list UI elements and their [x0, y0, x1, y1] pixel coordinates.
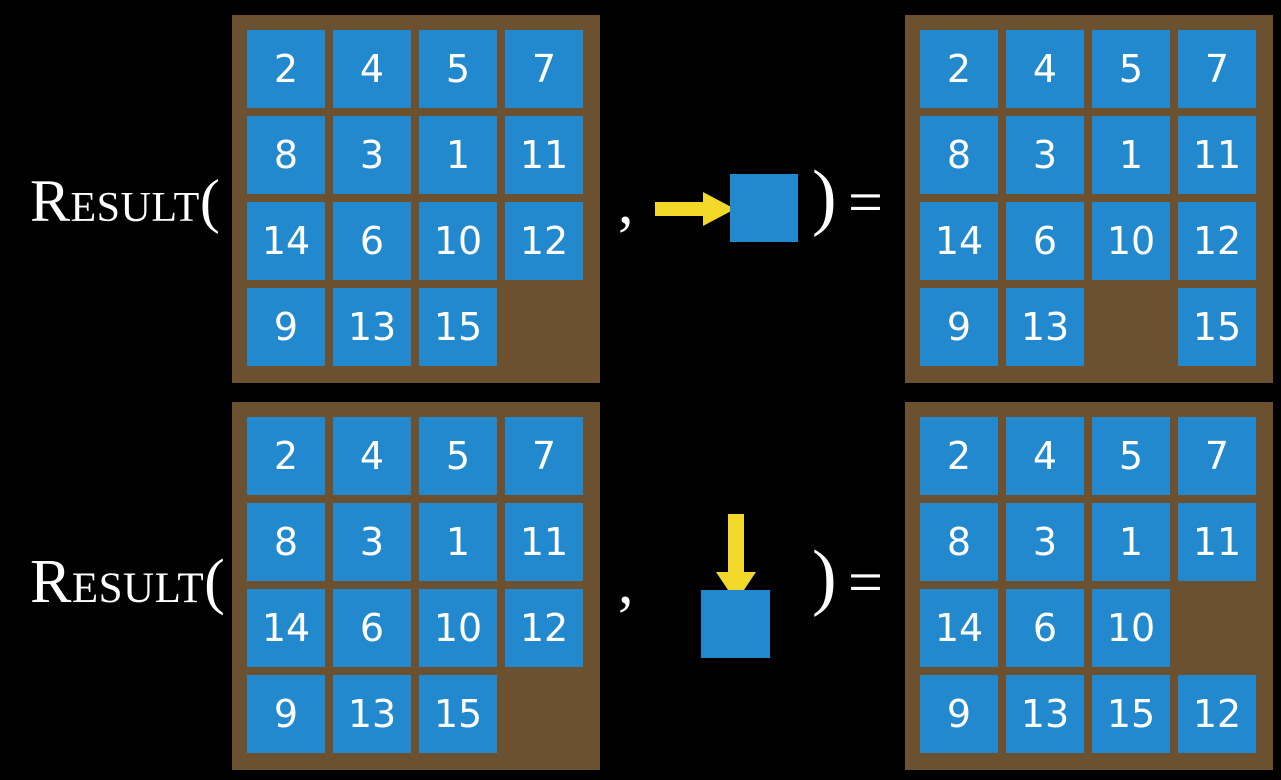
puzzle-tile[interactable]: 6: [333, 589, 411, 667]
puzzle-tile[interactable]: 4: [333, 417, 411, 495]
puzzle-tile[interactable]: 1: [419, 116, 497, 194]
puzzle-tile[interactable]: 13: [333, 288, 411, 366]
puzzle-tile[interactable]: 8: [247, 503, 325, 581]
puzzle-tile[interactable]: 7: [1178, 417, 1256, 495]
close-paren-row1: ): [812, 156, 837, 238]
puzzle-tile[interactable]: 15: [419, 288, 497, 366]
puzzle-tile[interactable]: 12: [1178, 202, 1256, 280]
puzzle-tile[interactable]: 10: [1092, 202, 1170, 280]
puzzle-tile[interactable]: 11: [1178, 503, 1256, 581]
puzzle-tile[interactable]: 7: [1178, 30, 1256, 108]
puzzle-tile[interactable]: 9: [247, 288, 325, 366]
puzzle-tile[interactable]: 10: [1092, 589, 1170, 667]
puzzle-tile[interactable]: 11: [505, 503, 583, 581]
puzzle-tile[interactable]: 8: [247, 116, 325, 194]
puzzle-tile[interactable]: 15: [1178, 288, 1256, 366]
puzzle-tile[interactable]: 14: [920, 589, 998, 667]
puzzle-tile[interactable]: 12: [505, 202, 583, 280]
puzzle-tile[interactable]: 6: [333, 202, 411, 280]
result-function-label-row1: Result(: [30, 168, 221, 234]
close-paren-row2: ): [812, 536, 837, 618]
puzzle-tile[interactable]: 3: [333, 116, 411, 194]
puzzle-tile[interactable]: 13: [333, 675, 411, 753]
puzzle-tile[interactable]: 11: [505, 116, 583, 194]
puzzle-tile[interactable]: 14: [247, 202, 325, 280]
puzzle-tile[interactable]: 13: [1006, 288, 1084, 366]
puzzle-tile[interactable]: 1: [419, 503, 497, 581]
blank-square-row1: [730, 174, 798, 242]
puzzle-tile[interactable]: 8: [920, 116, 998, 194]
blank-square-row2: [701, 590, 770, 658]
equals-sign-row1: =: [848, 169, 883, 237]
puzzle-tile[interactable]: 13: [1006, 675, 1084, 753]
argument-separator-row2: ,: [618, 549, 634, 617]
puzzle-tile[interactable]: 15: [1092, 675, 1170, 753]
puzzle-tile[interactable]: 5: [1092, 417, 1170, 495]
puzzle-tile[interactable]: 6: [1006, 202, 1084, 280]
puzzle-tile[interactable]: 3: [1006, 116, 1084, 194]
puzzle-tile[interactable]: 10: [419, 589, 497, 667]
arrow-down-icon: [716, 514, 756, 602]
result-function-label-row2: Result(: [30, 548, 226, 616]
puzzle-tile[interactable]: 12: [505, 589, 583, 667]
puzzle-tile[interactable]: 6: [1006, 589, 1084, 667]
arrow-right-icon: [655, 192, 735, 226]
equals-sign-row2: =: [848, 549, 883, 617]
puzzle-tile[interactable]: 2: [920, 30, 998, 108]
puzzle-tile[interactable]: 14: [920, 202, 998, 280]
puzzle-tile[interactable]: 3: [333, 503, 411, 581]
puzzle-blank-cell: [1092, 288, 1170, 366]
puzzle-tile[interactable]: 12: [1178, 675, 1256, 753]
puzzle-blank-cell: [505, 288, 583, 366]
puzzle-tile[interactable]: 9: [247, 675, 325, 753]
puzzle-tile[interactable]: 1: [1092, 503, 1170, 581]
puzzle-tile[interactable]: 9: [920, 288, 998, 366]
puzzle-tile[interactable]: 9: [920, 675, 998, 753]
puzzle-tile[interactable]: 2: [920, 417, 998, 495]
puzzle-blank-cell: [1178, 589, 1256, 667]
puzzle-tile[interactable]: 10: [419, 202, 497, 280]
puzzle-tile[interactable]: 2: [247, 30, 325, 108]
puzzle-tile[interactable]: 15: [419, 675, 497, 753]
puzzle-tile[interactable]: 7: [505, 30, 583, 108]
puzzle-tile[interactable]: 4: [1006, 30, 1084, 108]
puzzle-tile[interactable]: 7: [505, 417, 583, 495]
puzzle-tile[interactable]: 5: [1092, 30, 1170, 108]
puzzle-tile[interactable]: 8: [920, 503, 998, 581]
argument-separator-row1: ,: [618, 169, 634, 237]
puzzle-tile[interactable]: 3: [1006, 503, 1084, 581]
puzzle-tile[interactable]: 14: [247, 589, 325, 667]
puzzle-blank-cell: [505, 675, 583, 753]
puzzle-tile[interactable]: 5: [419, 417, 497, 495]
puzzle-tile[interactable]: 4: [333, 30, 411, 108]
puzzle-tile[interactable]: 4: [1006, 417, 1084, 495]
puzzle-tile[interactable]: 1: [1092, 116, 1170, 194]
puzzle-tile[interactable]: 2: [247, 417, 325, 495]
puzzle-tile[interactable]: 11: [1178, 116, 1256, 194]
puzzle-tile[interactable]: 5: [419, 30, 497, 108]
